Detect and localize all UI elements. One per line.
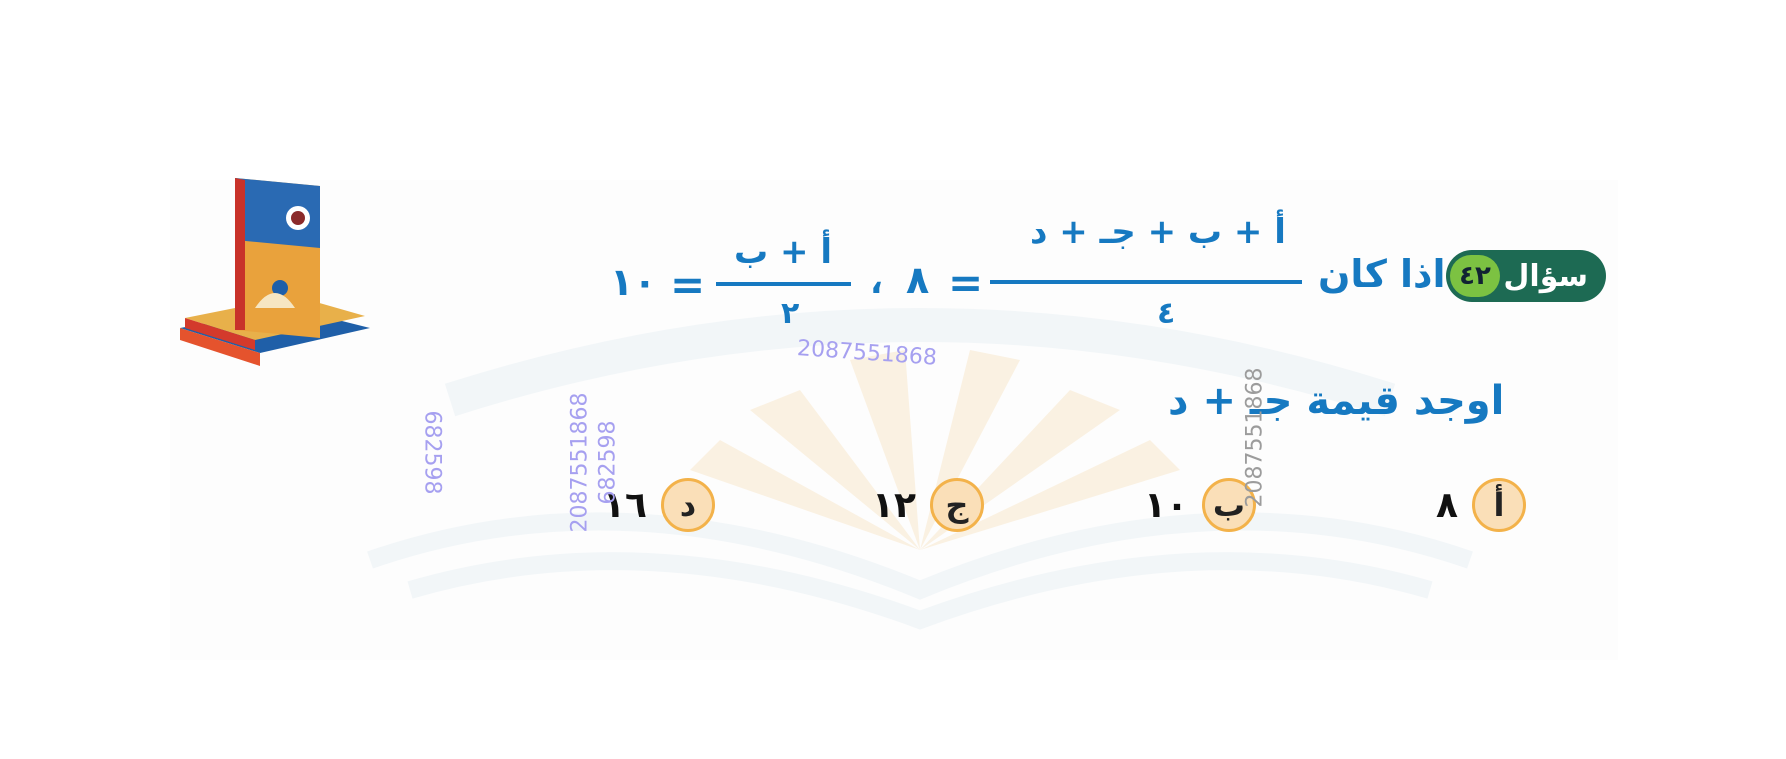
question-pill: سؤال ٤٢ xyxy=(1446,250,1606,302)
fraction1-bar xyxy=(990,280,1302,284)
comma-separator: ، xyxy=(870,262,883,302)
watermark-vertical-2: 682598 xyxy=(595,420,621,505)
question-card xyxy=(170,180,1618,660)
choice-c-letter: ج xyxy=(929,478,984,532)
equals-sign-2: = xyxy=(670,260,706,309)
watermark-vertical-1: 2087551868 xyxy=(567,392,593,533)
fraction1-numerator: أ + ب + جـ + د xyxy=(1030,212,1286,252)
question-label: سؤال xyxy=(1503,258,1588,294)
choice-a-letter: أ xyxy=(1471,478,1526,532)
watermark-vertical-3: 682598 xyxy=(419,410,445,495)
intro-text: اذا كان xyxy=(1318,252,1446,296)
question-number-badge: ٤٢ xyxy=(1450,255,1500,297)
fraction2-bar xyxy=(716,282,851,286)
eq2-rhs: ١٠ xyxy=(610,260,657,304)
logo-watermark xyxy=(367,308,1473,630)
choice-b-value: ١٠ xyxy=(1144,484,1188,526)
choice-b-letter: ب xyxy=(1201,478,1256,532)
fraction2-numerator: أ + ب xyxy=(734,232,832,272)
fraction1-denominator: ٤ xyxy=(1157,296,1176,331)
equals-sign-1: = xyxy=(948,258,984,307)
choice-d-value: ١٦ xyxy=(603,484,647,526)
eq1-rhs: ٨ xyxy=(906,258,930,302)
choice-c-value: ١٢ xyxy=(872,484,916,526)
book-stack-image xyxy=(180,178,370,366)
choice-d-letter: د xyxy=(660,478,715,532)
choice-c[interactable]: ج ١٢ xyxy=(872,478,984,532)
fraction2-denominator: ٢ xyxy=(781,296,800,331)
choice-a-value: ٨ xyxy=(1436,484,1458,526)
choice-d[interactable]: د ١٦ xyxy=(603,478,715,532)
choice-b[interactable]: ب ١٠ xyxy=(1144,478,1256,532)
watermark-vertical-gray: 2087551868 xyxy=(1242,367,1268,508)
question-prompt: اوجد قيمة جـ + د xyxy=(1168,378,1505,424)
choice-a[interactable]: أ ٨ xyxy=(1436,478,1526,532)
